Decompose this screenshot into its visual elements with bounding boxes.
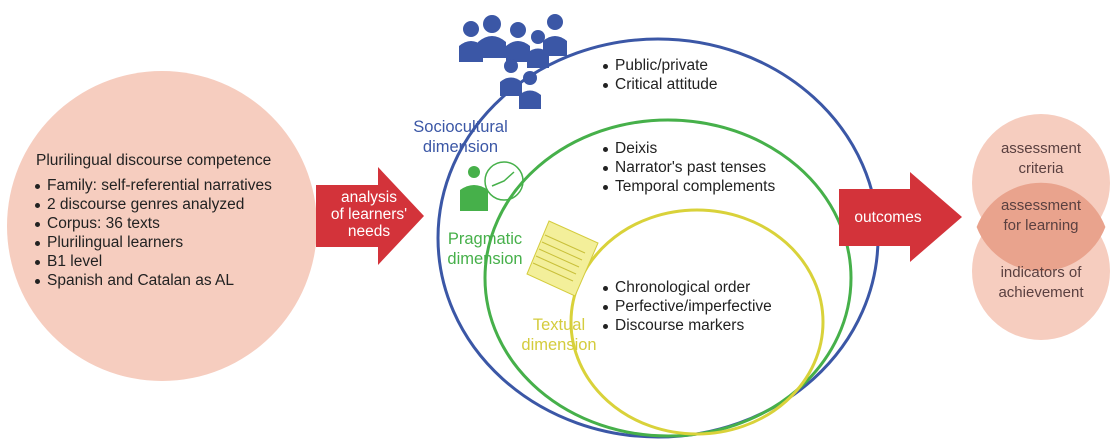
- outcomes-arrow: [839, 172, 962, 262]
- pragmatic-list: Deixis Narrator's past tenses Temporal c…: [600, 139, 775, 196]
- competence-item: Corpus: 36 texts: [32, 214, 272, 233]
- sociocultural-item: Critical attitude: [600, 75, 718, 94]
- outcome-middle-line: for learning: [1003, 217, 1079, 234]
- pragmatic-item: Temporal complements: [600, 177, 775, 196]
- analysis-line: needs: [347, 223, 391, 240]
- outcome-middle-line: assessment: [1000, 197, 1082, 214]
- analysis-line: analysis: [341, 189, 397, 206]
- textual-label-line: dimension: [521, 336, 597, 354]
- outcome-top-line: assessment: [1000, 140, 1082, 157]
- competence-circle: [7, 71, 317, 381]
- outcome-overlap: [976, 182, 1106, 272]
- sociocultural-label: Sociocultural dimension: [398, 117, 523, 157]
- outcome-top-line: criteria: [1018, 160, 1064, 177]
- outcomes-arrow-label: outcomes: [854, 209, 922, 226]
- pragmatic-item: Deixis: [600, 139, 775, 158]
- analysis-arrow: [316, 167, 424, 265]
- speaker-icon: [460, 161, 524, 211]
- textual-list: Chronological order Perfective/imperfect…: [600, 278, 772, 335]
- competence-item: Family: self-referential narratives: [32, 176, 272, 195]
- textual-item: Perfective/imperfective: [600, 297, 772, 316]
- analysis-arrow-label: analysis of learners' needs: [318, 189, 420, 240]
- competence-item: 2 discourse genres analyzed: [32, 195, 272, 214]
- textual-item: Discourse markers: [600, 316, 772, 335]
- textual-circle: [569, 208, 825, 436]
- textual-item: Chronological order: [600, 278, 772, 297]
- outcome-middle-label: assessment for learning: [982, 196, 1100, 236]
- sociocultural-list: Public/private Critical attitude: [600, 56, 718, 94]
- pragmatic-item: Narrator's past tenses: [600, 158, 775, 177]
- textual-label: Textual dimension: [519, 315, 599, 355]
- outcome-bottom-line: indicators of: [1000, 264, 1082, 281]
- outcome-bottom-label: indicators of achievement: [982, 263, 1100, 303]
- competence-item: B1 level: [32, 252, 272, 271]
- sociocultural-item: Public/private: [600, 56, 718, 75]
- pragmatic-label-line: Pragmatic: [447, 230, 523, 248]
- outcome-top-label: assessment criteria: [982, 139, 1100, 179]
- document-icon: [526, 220, 599, 297]
- competence-item: Plurilingual learners: [32, 233, 272, 252]
- analysis-line: of learners': [330, 206, 408, 223]
- competence-list: Family: self-referential narratives 2 di…: [32, 176, 272, 290]
- textual-label-line: Textual: [532, 316, 586, 334]
- pragmatic-label: Pragmatic dimension: [438, 229, 532, 269]
- people-group-icon: [459, 14, 567, 109]
- pragmatic-circle: [483, 118, 853, 438]
- competence-title: Plurilingual discourse competence: [36, 152, 272, 169]
- outcome-bottom-line: achievement: [998, 284, 1084, 301]
- competence-item: Spanish and Catalan as AL: [32, 271, 272, 290]
- sociocultural-label-line: Sociocultural: [413, 118, 508, 136]
- pragmatic-label-line: dimension: [447, 250, 523, 268]
- sociocultural-label-line: dimension: [422, 138, 499, 156]
